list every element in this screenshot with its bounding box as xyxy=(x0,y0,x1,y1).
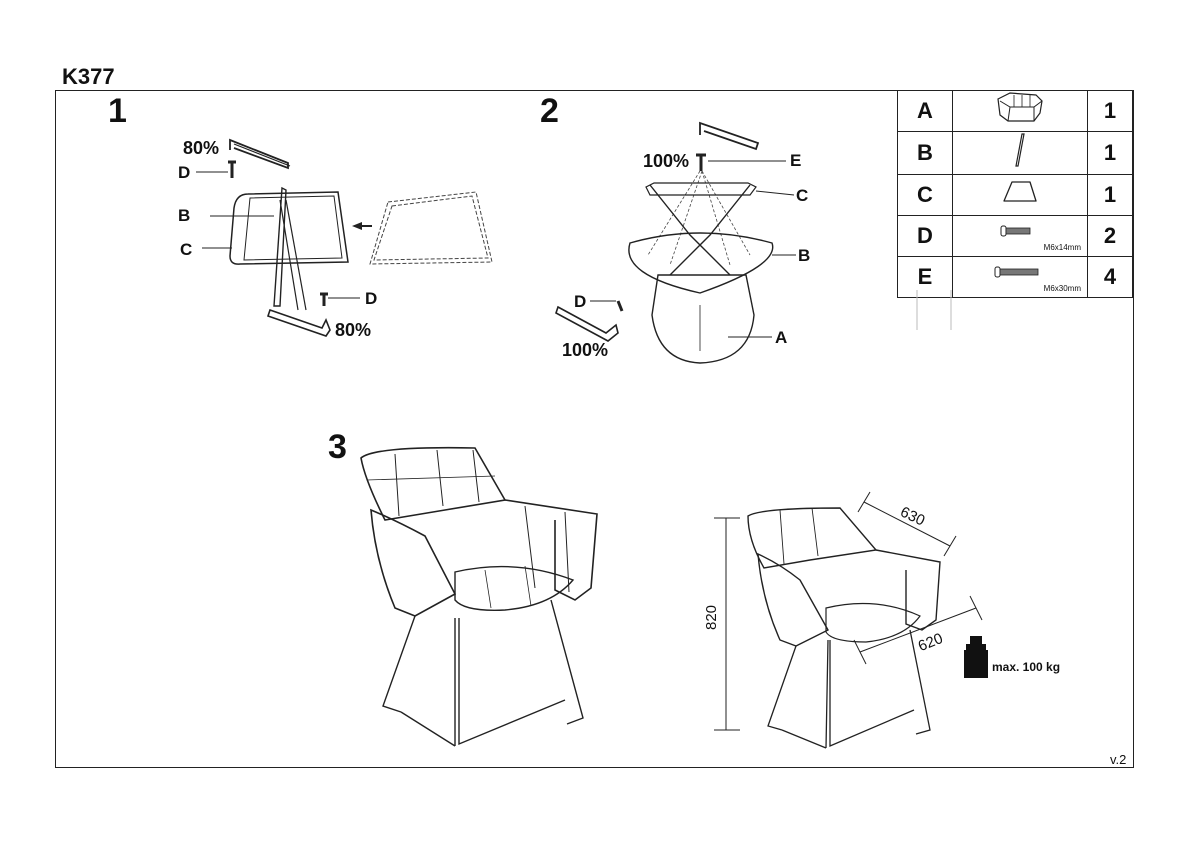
step-1-diagram xyxy=(196,138,493,337)
model-title: K377 xyxy=(62,64,115,89)
step-2-number: 2 xyxy=(540,92,559,130)
parts-row-d: D M6x14mm 2 xyxy=(897,215,1133,257)
max-load-label: max. 100 kg xyxy=(992,660,1061,674)
part-qty: 4 xyxy=(1087,256,1133,298)
part-spec: M6x30mm xyxy=(1043,284,1081,293)
weight-icon xyxy=(964,636,988,678)
step1-percent-top: 80% xyxy=(183,138,220,158)
leg-b xyxy=(273,186,287,307)
part-qty: 2 xyxy=(1087,215,1133,257)
leg-bar-icon xyxy=(952,131,1088,175)
part-letter: C xyxy=(897,174,953,216)
part-letter: D xyxy=(897,215,953,257)
step-2-diagram xyxy=(555,121,796,364)
part-letter: B xyxy=(897,131,953,175)
parts-row-a: A 1 xyxy=(897,90,1133,132)
dimension-height: 820 xyxy=(703,604,720,630)
step1-label-c: C xyxy=(180,240,193,259)
hex-key-icon xyxy=(229,138,289,170)
step2-label-b: B xyxy=(798,246,811,265)
assembled-chair-illustration xyxy=(360,446,598,747)
step2-percent-top: 100% xyxy=(643,151,690,171)
step2-label-a: A xyxy=(775,328,788,347)
step1-percent-bottom: 80% xyxy=(335,320,372,340)
table-tail-lines xyxy=(916,290,952,330)
seat-a xyxy=(651,274,755,364)
part-qty: 1 xyxy=(1087,174,1133,216)
step-1-number: 1 xyxy=(108,92,127,130)
hex-key-icon xyxy=(699,121,760,151)
part-letter: E xyxy=(897,256,953,298)
leg-b xyxy=(628,232,774,294)
step2-label-d: D xyxy=(574,292,587,311)
frame-c xyxy=(229,191,349,265)
parts-table: A 1 B 1 C 1 D xyxy=(897,90,1133,298)
frame-icon xyxy=(952,174,1088,216)
parts-row-e: E M6x30mm 4 xyxy=(897,256,1133,298)
step2-label-c: C xyxy=(796,186,809,205)
short-screw-icon: M6x14mm xyxy=(952,215,1088,257)
part-spec: M6x14mm xyxy=(1043,243,1081,252)
dimension-chair-illustration xyxy=(714,491,988,749)
instruction-frame xyxy=(55,90,1134,768)
parts-row-b: B 1 xyxy=(897,131,1133,175)
step1-label-b: B xyxy=(178,206,191,225)
step1-label-d-top: D xyxy=(178,163,191,182)
frame-c xyxy=(649,184,751,276)
parts-row-c: C 1 xyxy=(897,174,1133,216)
step2-label-e: E xyxy=(790,151,802,170)
screw-icon xyxy=(228,160,236,178)
part-qty: 1 xyxy=(1087,90,1133,132)
long-screw-icon: M6x30mm xyxy=(952,256,1088,298)
part-letter: A xyxy=(897,90,953,132)
chair-seat-icon xyxy=(952,90,1088,132)
part-qty: 1 xyxy=(1087,131,1133,175)
step-3-number: 3 xyxy=(328,428,347,466)
version-label: v.2 xyxy=(1110,752,1127,767)
step1-label-d-bottom: D xyxy=(365,289,378,308)
seat-dashed-outline xyxy=(369,191,493,265)
step2-percent-bottom: 100% xyxy=(562,340,609,360)
